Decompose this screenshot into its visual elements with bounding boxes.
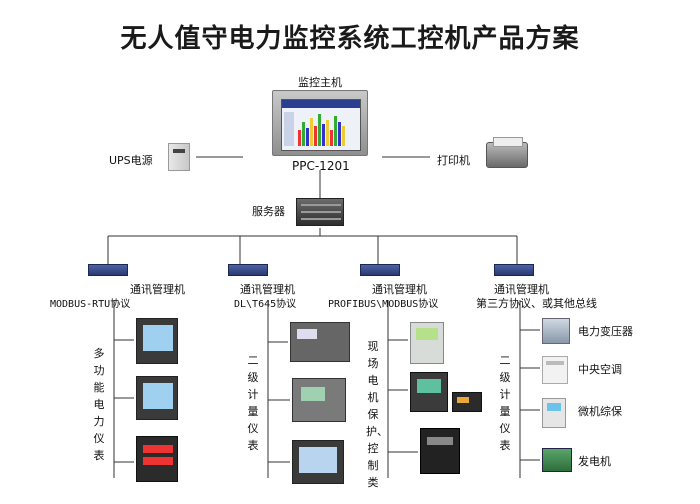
motor-protector-icon (410, 322, 444, 364)
equipment-label: 微机综保 (578, 405, 622, 418)
motor-protector-icon (452, 392, 482, 412)
power-meter-icon (136, 436, 178, 482)
equipment-label: 中央空调 (578, 363, 622, 376)
branch-protocol-label: 第三方协议、或其他总线 (476, 297, 597, 310)
motor-controller-icon (420, 428, 460, 474)
transformer-icon (542, 318, 570, 344)
branch-manager-label: 通讯管理机 (494, 283, 549, 296)
equipment-label: 电力变压器 (578, 325, 633, 338)
branch-protocol-label: PROFIBUS\MODBUS协议 (328, 299, 439, 310)
switch-icon (494, 264, 534, 276)
page-title: 无人值守电力监控系统工控机产品方案 (120, 24, 580, 54)
switch-icon (228, 264, 268, 276)
energy-meter-icon (290, 322, 350, 362)
power-meter-icon (136, 318, 178, 364)
switch-icon (88, 264, 128, 276)
branch-category-label: 现场电机保护、控制类 (366, 340, 388, 489)
branch-category-label: 二级计量仪表 (499, 354, 511, 452)
branch-category-label: 多功能电力仪表 (93, 347, 105, 462)
branch-manager-label: 通讯管理机 (372, 283, 427, 296)
motor-protector-icon (410, 372, 448, 412)
host-model: PPC-1201 (292, 159, 350, 173)
ups-icon (168, 143, 190, 171)
branch-manager-label: 通讯管理机 (240, 283, 295, 296)
air-conditioner-icon (542, 356, 568, 384)
branch-protocol-label: MODBUS-RTU协议 (50, 299, 131, 310)
printer-label: 打印机 (437, 154, 470, 167)
branch-manager-label: 通讯管理机 (130, 283, 185, 296)
ups-label: UPS电源 (109, 154, 153, 167)
switch-icon (360, 264, 400, 276)
protection-relay-icon (542, 398, 566, 428)
server-icon (296, 198, 344, 226)
printer-icon (486, 137, 528, 168)
branch-protocol-label: DL\T645协议 (234, 299, 297, 310)
host-label: 监控主机 (298, 76, 342, 89)
server-label: 服务器 (252, 205, 285, 218)
monitor-host-icon (272, 90, 368, 156)
equipment-label: 发电机 (578, 455, 611, 468)
energy-meter-icon (292, 440, 344, 484)
power-meter-icon (136, 376, 178, 420)
generator-icon (542, 448, 572, 472)
energy-meter-icon (292, 378, 346, 422)
branch-category-label: 二级计量仪表 (247, 354, 259, 452)
